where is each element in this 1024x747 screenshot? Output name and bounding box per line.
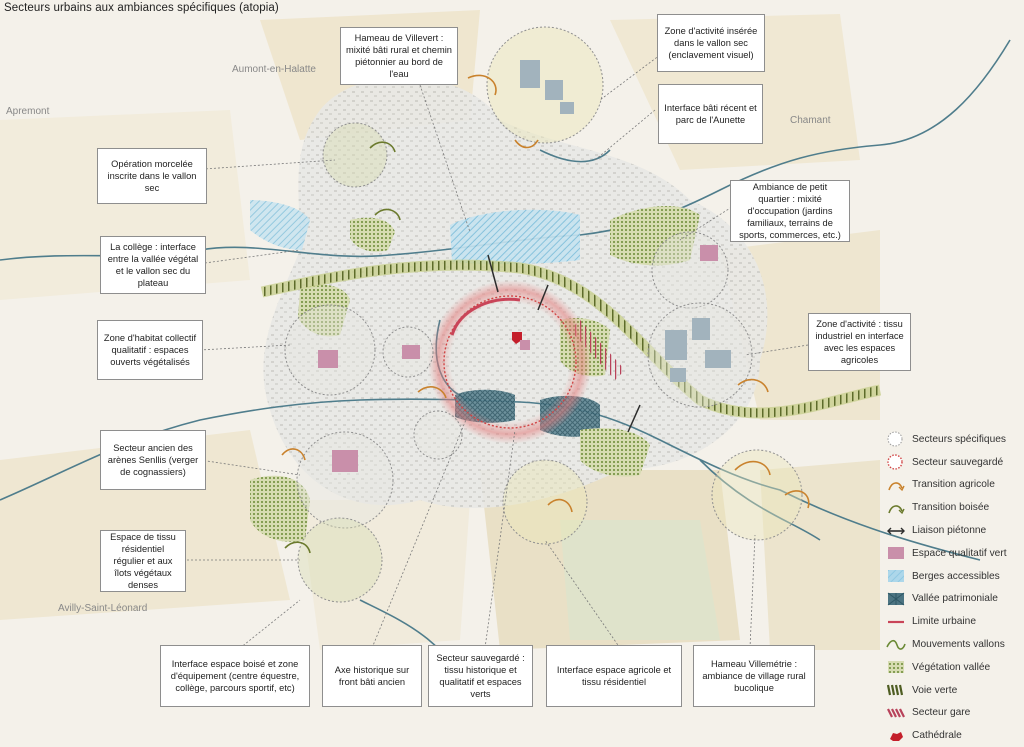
legend-item-transition-agricole: Transition agricole bbox=[884, 474, 1022, 497]
place-label-aumont: Aumont-en-Halatte bbox=[232, 64, 316, 75]
secteurs-specifiques bbox=[284, 26, 803, 603]
callout-arenes: Secteur ancien des arènes Senllis (verge… bbox=[100, 430, 206, 490]
liaison-pietonne-arrows bbox=[487, 254, 641, 433]
place-label-avilly: Avilly-Saint-Léonard bbox=[58, 603, 148, 614]
espace-qualitatif-vert-areas bbox=[318, 245, 718, 472]
legend-item-espace-qualitatif: Espace qualitatif vert bbox=[884, 542, 1022, 565]
legend-item-secteur-sauvegarde: Secteur sauvegardé bbox=[884, 451, 1022, 474]
place-label-apremont: Apremont bbox=[6, 106, 50, 117]
legend-label: Secteur sauvegardé bbox=[912, 456, 1004, 468]
legend-item-liaison-pietonne: Liaison piétonne bbox=[884, 519, 1022, 542]
transition-boisee-arrows bbox=[284, 141, 401, 554]
callout-college: La collège : interface entre la vallée v… bbox=[100, 236, 206, 294]
legend-label: Végétation vallée bbox=[912, 661, 991, 673]
green-arrow-icon bbox=[888, 504, 905, 514]
callout-habitat-collectif: Zone d'habitat collectif qualitatif : es… bbox=[97, 320, 203, 380]
legend-label: Voie verte bbox=[912, 684, 958, 696]
berges-accessibles bbox=[250, 200, 580, 265]
cathedral-marker bbox=[512, 332, 522, 344]
legend-item-voie-verte: Voie verte bbox=[884, 679, 1022, 702]
double-arrow-icon bbox=[887, 527, 905, 535]
red-line-icon bbox=[888, 620, 904, 623]
legend-item-secteur-gare: Secteur gare bbox=[884, 702, 1022, 725]
callout-zone-activite-vallon: Zone d'activité insérée dans le vallon s… bbox=[657, 14, 765, 72]
callout-interface-aunette: Interface bâti récent et parc de l'Aunet… bbox=[658, 84, 763, 144]
industrial-buildings bbox=[520, 60, 731, 382]
legend-label: Cathédrale bbox=[912, 730, 962, 742]
callout-tissu-residentiel: Espace de tissu résidentiel régulier et … bbox=[100, 530, 186, 592]
blue-hatch-icon bbox=[888, 570, 904, 583]
teal-cross-hatch-icon bbox=[887, 592, 905, 606]
green-wave-icon bbox=[886, 639, 906, 650]
legend-label: Liaison piétonne bbox=[912, 525, 987, 537]
cathedral-icon bbox=[890, 731, 903, 741]
legend-item-transition-boisee: Transition boisée bbox=[884, 496, 1022, 519]
legend-item-berges: Berges accessibles bbox=[884, 565, 1022, 588]
hatched-band-icon bbox=[886, 684, 904, 696]
red-dotted-circle-icon bbox=[887, 454, 903, 470]
legend-label: Transition boisée bbox=[912, 502, 990, 514]
place-label-chamant: Chamant bbox=[790, 115, 831, 126]
legend-label: Limite urbaine bbox=[912, 616, 976, 628]
legend-label: Secteurs spécifiques bbox=[912, 433, 1007, 445]
vegetation-vallee bbox=[250, 205, 700, 542]
grey-circle-icon bbox=[887, 431, 903, 447]
legend-item-cathedrale: Cathédrale bbox=[884, 724, 1022, 747]
legend-label: Mouvements vallons bbox=[912, 639, 1005, 651]
legend-label: Espace qualitatif vert bbox=[912, 547, 1007, 559]
orange-arrow-icon bbox=[888, 482, 905, 492]
green-dots-icon bbox=[888, 661, 904, 674]
map-title: Secteurs urbains aux ambiances spécifiqu… bbox=[4, 2, 279, 14]
voie-verte-band bbox=[260, 259, 882, 419]
secteur-sauvegarde-area bbox=[428, 280, 592, 444]
legend: Secteurs spécifiques Secteur sauvegardé … bbox=[884, 428, 1022, 747]
transition-agricole-arrows bbox=[281, 74, 810, 513]
callout-hameau-villevert: Hameau de Villevert : mixité bâti rural … bbox=[340, 27, 458, 85]
callout-villemetrie: Hameau Villemétrie : ambiance de village… bbox=[693, 645, 815, 707]
legend-label: Transition agricole bbox=[912, 479, 995, 491]
callout-operation-morcelee: Opération morcelée inscrite dans le vall… bbox=[97, 148, 207, 204]
legend-label: Berges accessibles bbox=[912, 570, 1000, 582]
pink-stripe-icon bbox=[887, 708, 905, 718]
legend-label: Vallée patrimoniale bbox=[912, 593, 998, 605]
legend-item-mouvements-vallons: Mouvements vallons bbox=[884, 633, 1022, 656]
legend-item-secteurs-specifiques: Secteurs spécifiques bbox=[884, 428, 1022, 451]
legend-item-vallee: Vallée patrimoniale bbox=[884, 588, 1022, 611]
callout-interface-boise: Interface espace boisé et zone d'équipem… bbox=[160, 645, 310, 707]
callout-petit-quartier: Ambiance de petit quartier : mixité d'oc… bbox=[730, 180, 850, 242]
callout-axe-historique: Axe historique sur front bâti ancien bbox=[322, 645, 422, 707]
pink-square-icon bbox=[888, 547, 904, 560]
legend-item-limite-urbaine: Limite urbaine bbox=[884, 610, 1022, 633]
callout-leaders bbox=[183, 54, 809, 649]
callout-zone-industrielle: Zone d'activité : tissu industriel en in… bbox=[808, 313, 911, 371]
legend-item-vegetation-vallee: Végétation vallée bbox=[884, 656, 1022, 679]
callout-interface-agricole: Interface espace agricole et tissu résid… bbox=[546, 645, 682, 707]
legend-label: Secteur gare bbox=[912, 707, 971, 719]
callout-secteur-sauvegarde: Secteur sauvegardé : tissu historique et… bbox=[428, 645, 533, 707]
